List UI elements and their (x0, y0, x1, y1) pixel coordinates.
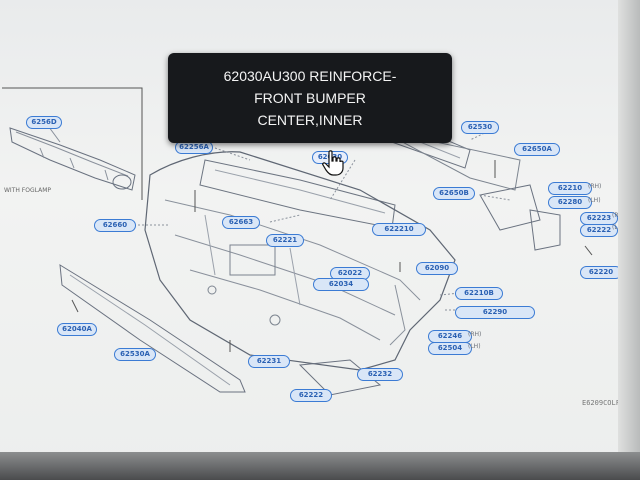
callout-part[interactable]: 62290 (455, 306, 535, 319)
monitor-bezel-bottom (0, 452, 640, 480)
bumper-fascia (144, 151, 456, 371)
callout-part[interactable]: 62530 (461, 121, 499, 134)
side-brackets (71, 160, 593, 396)
callout-part[interactable]: 62650A (514, 143, 560, 156)
callout-inset[interactable]: 6256D (26, 116, 62, 129)
callout-part[interactable]: 62222 (580, 224, 618, 237)
callout-part[interactable]: 62040A (57, 323, 97, 336)
callout-part[interactable]: 62280 (548, 196, 592, 209)
lower-valance (59, 264, 246, 393)
callout-part[interactable]: 62222 (290, 389, 332, 402)
tooltip-line: FRONT BUMPER (254, 90, 366, 106)
callout-part[interactable]: 62090 (416, 262, 458, 275)
callout-part[interactable]: 62663 (222, 216, 260, 229)
inset-foglamp-frame (2, 87, 143, 200)
callout-part[interactable]: 62232 (357, 368, 403, 381)
callout-part[interactable]: 62530A (114, 348, 156, 361)
side-label-lh: (LH) (588, 197, 601, 204)
callout-part[interactable]: 62650B (433, 187, 475, 200)
part-tooltip: 62030AU300 REINFORCE- FRONT BUMPER CENTE… (168, 53, 452, 143)
callout-part[interactable]: 62220 (580, 266, 622, 279)
callout-part[interactable]: 62034 (313, 278, 369, 291)
tooltip-line: CENTER,INNER (257, 112, 363, 128)
side-label-rh: (RH) (468, 331, 482, 338)
tooltip-line: 62030AU300 REINFORCE- (223, 68, 397, 84)
callout-part[interactable]: 62660 (94, 219, 136, 232)
callout-part[interactable]: 62231 (248, 355, 290, 368)
diagram-code: E6209COLF (582, 399, 620, 407)
callout-part[interactable]: 622210 (372, 223, 426, 236)
hand-pointer-icon (322, 150, 344, 176)
callout-part[interactable]: 62221 (266, 234, 304, 247)
callout-part[interactable]: 62210 (548, 182, 592, 195)
monitor-bezel-right (618, 0, 640, 480)
side-label-rh: (RH) (588, 183, 602, 190)
side-label-lh: (LH) (468, 343, 481, 350)
callout-part[interactable]: 62210B (455, 287, 503, 300)
callout-part[interactable]: 62504 (428, 342, 472, 355)
inset-caption: WITH FOGLAMP (4, 187, 51, 194)
